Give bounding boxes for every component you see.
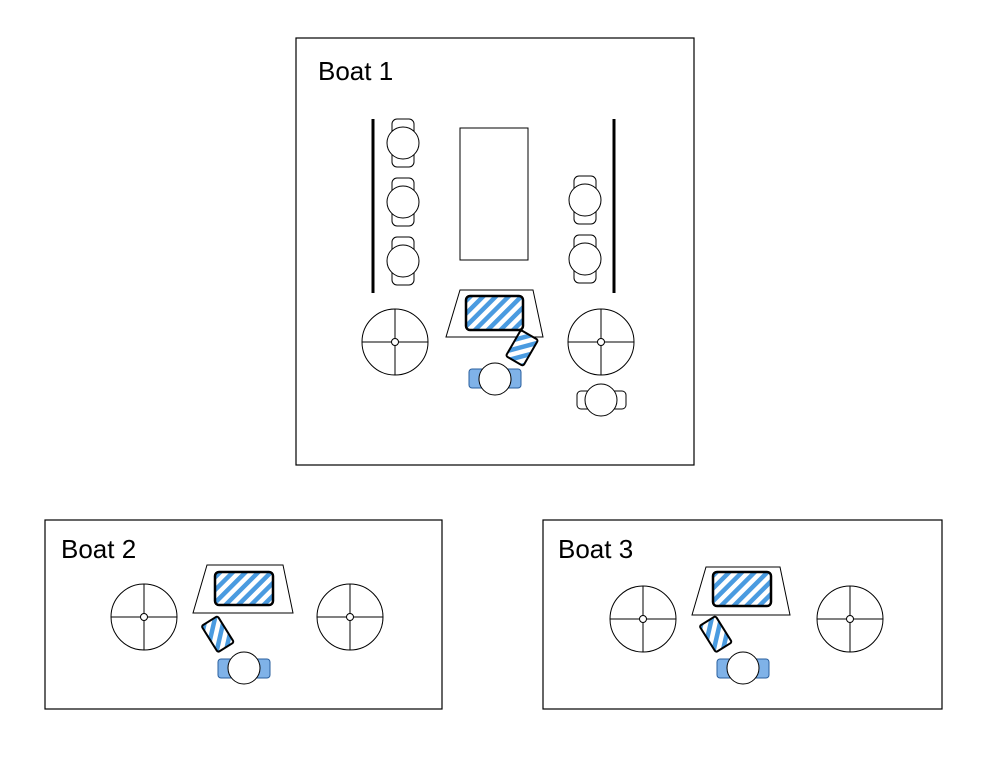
seat	[568, 234, 602, 284]
tablet	[699, 615, 733, 653]
tablet	[201, 615, 235, 653]
seat	[386, 118, 420, 168]
wheel-icon	[110, 583, 178, 651]
boat-1-title: Boat 1	[318, 56, 393, 86]
seat	[386, 177, 420, 227]
operator-seat	[716, 651, 770, 685]
boat-2-panel: Boat 2	[44, 519, 443, 710]
wheel-icon	[361, 308, 429, 376]
screen	[213, 570, 275, 607]
boat-3-panel: Boat 3	[542, 519, 943, 710]
table	[459, 127, 529, 261]
screen	[711, 570, 773, 608]
wheel-icon	[816, 585, 884, 653]
wheel-icon	[609, 585, 677, 653]
operator-seat	[468, 362, 522, 396]
boat-2-title: Boat 2	[61, 534, 136, 564]
seat	[576, 383, 627, 417]
seat	[568, 175, 602, 225]
operator-seat	[217, 651, 271, 685]
tablet	[505, 329, 539, 367]
boat-3-title: Boat 3	[558, 534, 633, 564]
wheel-icon	[316, 583, 384, 651]
boat-1-panel: Boat 1	[295, 37, 695, 466]
seat	[386, 236, 420, 286]
wheel-icon	[567, 308, 635, 376]
screen	[464, 294, 525, 332]
